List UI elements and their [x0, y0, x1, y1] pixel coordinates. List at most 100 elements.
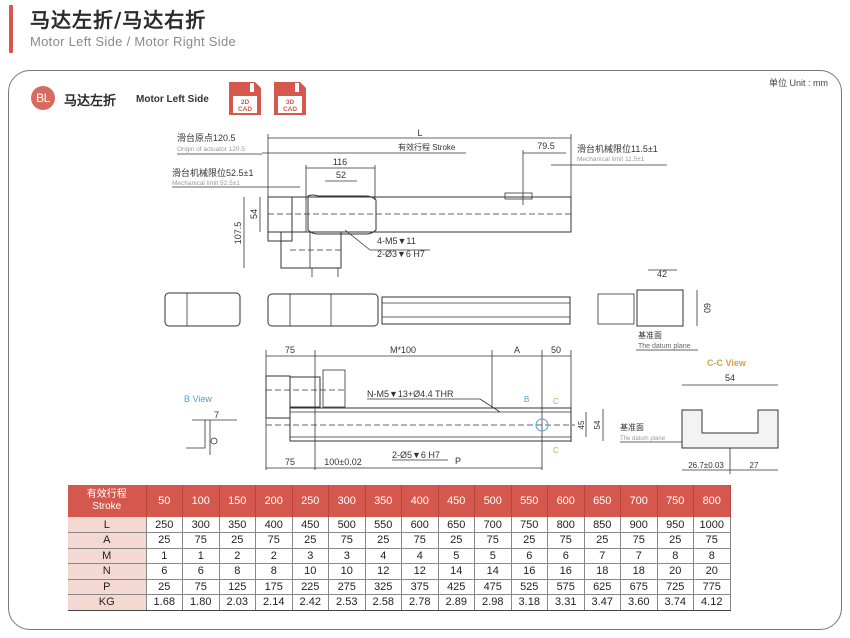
- cad-3d-label-top: 3D: [286, 99, 295, 106]
- end-view: 42 60 基准面 The datum plane: [597, 269, 712, 351]
- dim-7: 7: [214, 410, 219, 420]
- table-cell: 3.60: [620, 594, 658, 611]
- dim-27: 27: [750, 461, 759, 470]
- table-cell: 16: [511, 563, 548, 580]
- table-cell: 900: [620, 517, 658, 533]
- cad-2d-label-top: 2D: [241, 99, 250, 106]
- stroke-col-header: 700: [620, 485, 658, 517]
- stroke-col-header: 200: [255, 485, 293, 517]
- row-label: L: [68, 517, 147, 533]
- table-cell: 75: [693, 532, 731, 549]
- table-cell: 500: [328, 517, 366, 533]
- mech-limit-left-cn: 滑台机械限位52.5±1: [172, 167, 253, 178]
- table-cell: 4: [365, 548, 402, 564]
- stroke-col-header: 350: [365, 485, 402, 517]
- stroke-header-en: Stroke: [92, 501, 122, 512]
- row-label: A: [68, 532, 147, 549]
- side-view: [164, 292, 571, 327]
- table-cell: 25: [657, 532, 694, 549]
- top-view: 滑台原点120.5 Origin of actuator 120.5 L 有效行…: [172, 128, 667, 277]
- table-cell: 275: [328, 579, 366, 595]
- table-cell: 25: [219, 532, 256, 549]
- table-cell: 18: [584, 563, 621, 580]
- row-label: M: [68, 548, 147, 564]
- table-cell: 8: [657, 548, 694, 564]
- table-cell: 2.98: [474, 594, 512, 611]
- stroke-col-header: 550: [511, 485, 548, 517]
- table-cell: 25: [438, 532, 475, 549]
- dim-A: A: [514, 345, 520, 355]
- table-cell: 2: [219, 548, 256, 564]
- table-cell: 75: [474, 532, 512, 549]
- table-cell: 3.74: [657, 594, 694, 611]
- table-cell: 700: [474, 517, 512, 533]
- table-cell: 525: [511, 579, 548, 595]
- mech-limit-left-en: Mechanical limit 52.5±1: [172, 180, 240, 187]
- cad-3d-download-button[interactable]: 3D CAD: [273, 81, 307, 116]
- table-cell: 75: [401, 532, 439, 549]
- hole-note-pin: 2-Ø3▼6 H7: [377, 249, 425, 259]
- table-cell: 1: [146, 548, 183, 564]
- table-cell: 850: [584, 517, 621, 533]
- page-subtitle: Motor Left Side / Motor Right Side: [30, 34, 237, 49]
- table-cell: 575: [547, 579, 585, 595]
- marker-C-top: C: [553, 397, 559, 406]
- table-cell: 25: [146, 579, 183, 595]
- table-cell: 14: [474, 563, 512, 580]
- table-cell: 175: [255, 579, 293, 595]
- dim-75-bottom: 75: [285, 457, 295, 467]
- table-cell: 5: [474, 548, 512, 564]
- cad-2d-download-button[interactable]: 2D CAD: [228, 81, 262, 116]
- cc-datum-en: The datum plane: [620, 436, 666, 442]
- table-cell: 20: [693, 563, 731, 580]
- table-cell: 300: [182, 517, 220, 533]
- stroke-header: 有效行程 Stroke: [68, 485, 147, 517]
- table-cell: 3.18: [511, 594, 548, 611]
- table-cell: 250: [146, 517, 183, 533]
- table-cell: 75: [182, 532, 220, 549]
- table-cell: 425: [438, 579, 475, 595]
- table-cell: 75: [182, 579, 220, 595]
- mech-limit-right-en: Mechanical limit 11.5±1: [577, 156, 645, 163]
- b-view-title: B View: [184, 394, 212, 404]
- table-cell: 1.68: [146, 594, 183, 611]
- table-cell: 375: [401, 579, 439, 595]
- model-badge: BL: [31, 86, 55, 110]
- table-cell: 750: [511, 517, 548, 533]
- table-cell: 650: [438, 517, 475, 533]
- table-cell: 2.58: [365, 594, 402, 611]
- section-title-cn: 马达左折: [64, 94, 117, 109]
- table-cell: 800: [547, 517, 585, 533]
- stroke-col-header: 150: [219, 485, 256, 517]
- dim-116: 116: [333, 157, 347, 167]
- bottom-view: 75 M*100 A 50 N-M5▼13+Ø4.4 THR B C C 45 …: [265, 345, 604, 470]
- origin-label-cn: 滑台原点120.5: [177, 132, 236, 143]
- b-view: B View 7: [184, 394, 237, 455]
- table-cell: 2.42: [292, 594, 329, 611]
- table-cell: 550: [365, 517, 402, 533]
- stroke-col-header: 450: [438, 485, 475, 517]
- row-label: P: [68, 579, 147, 595]
- table-cell: 25: [511, 532, 548, 549]
- table-cell: 25: [584, 532, 621, 549]
- table-cell: 8: [693, 548, 731, 564]
- table-cell: 3: [292, 548, 329, 564]
- cc-view-title: C-C View: [707, 358, 747, 368]
- table-cell: 2: [255, 548, 293, 564]
- title-accent-bar: [9, 5, 13, 53]
- dim-50: 50: [551, 345, 561, 355]
- table-cell: 3: [328, 548, 366, 564]
- table-cell: 2.53: [328, 594, 366, 611]
- table-cell: 5: [438, 548, 475, 564]
- dim-54-cc: 54: [725, 373, 735, 383]
- table-cell: 6: [182, 563, 220, 580]
- table-cell: 2.89: [438, 594, 475, 611]
- stroke-col-header: 600: [547, 485, 585, 517]
- stroke-col-header: 650: [584, 485, 621, 517]
